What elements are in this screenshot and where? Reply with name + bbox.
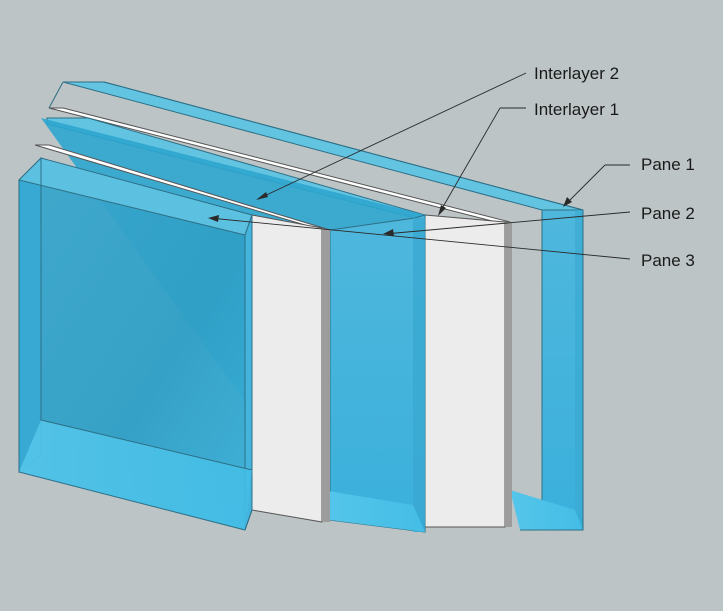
pane-1-bottom: [510, 490, 583, 530]
pane-2-bottom: [322, 490, 425, 532]
arrowhead-interlayer-1: [438, 205, 446, 216]
interlayer-1: [48, 107, 512, 528]
leader-interlayer-1: [439, 107, 501, 213]
leader-pane-1: [565, 164, 606, 205]
arrowhead-pane-1: [563, 197, 572, 207]
arrowhead-interlayer-2: [256, 192, 268, 200]
interlayer-1-side: [505, 222, 512, 527]
callout-pane-2: Pane 2: [383, 204, 695, 236]
interlayer-2: [34, 144, 331, 523]
arrowhead-pane-2: [383, 229, 394, 236]
callout-interlayer-2: Interlayer 2: [256, 64, 619, 200]
outline-strokes: [18, 81, 584, 531]
leader-interlayer-2: [259, 72, 527, 199]
interlayer-2-face: [251, 214, 323, 523]
leader-pane-2: [384, 211, 631, 235]
interlayer-2-side: [322, 228, 330, 522]
callout-interlayer-1: Interlayer 1: [438, 100, 619, 216]
callout-pane-3: Pane 3: [208, 215, 695, 270]
interlayer-1-face: [424, 214, 506, 528]
pane-1: [62, 81, 584, 531]
arrowhead-pane-3: [208, 215, 219, 222]
label-pane-2: Pane 2: [641, 204, 695, 223]
label-interlayer-2: Interlayer 2: [534, 64, 619, 83]
label-interlayer-1: Interlayer 1: [534, 100, 619, 119]
pane-2-end: [329, 214, 426, 533]
callout-pane-1: Pane 1: [563, 155, 695, 207]
leader-pane-3: [209, 217, 631, 260]
pane-3-left-edge: [18, 156, 42, 474]
label-pane-1: Pane 1: [641, 155, 695, 174]
pane-3-bottom: [19, 420, 252, 530]
pane-3: [18, 156, 253, 531]
label-pane-3: Pane 3: [641, 251, 695, 270]
